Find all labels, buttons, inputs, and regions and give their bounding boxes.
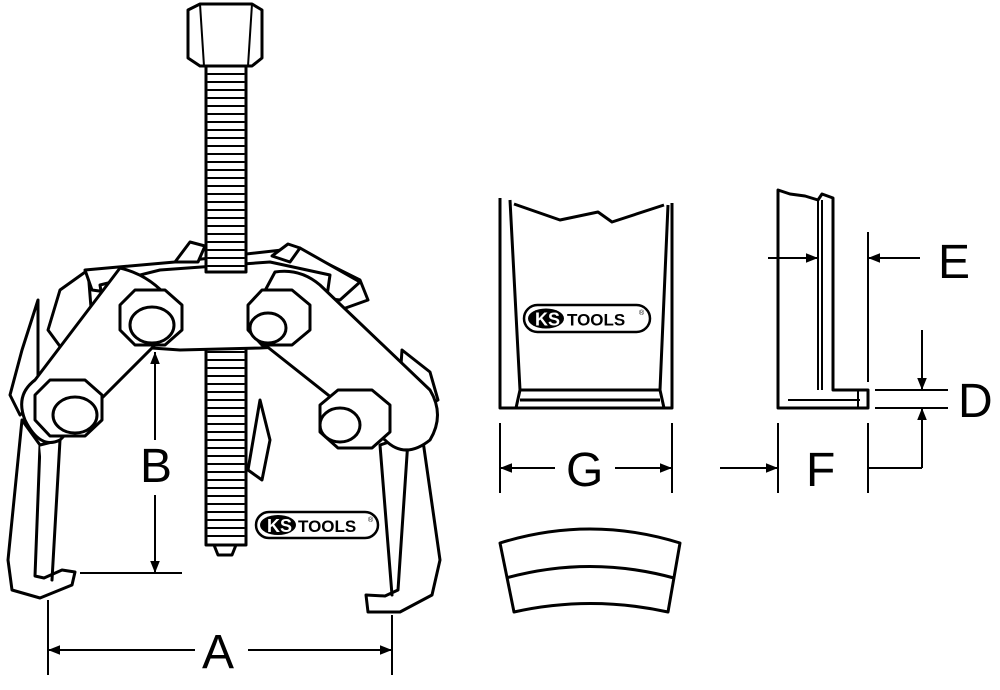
bolt-top-left bbox=[118, 288, 184, 347]
yoke-tab bbox=[173, 240, 207, 264]
dimension-e bbox=[768, 232, 920, 382]
dimension-a-label: A bbox=[202, 626, 234, 679]
inner-jaw bbox=[246, 398, 272, 482]
dimension-g bbox=[499, 423, 673, 493]
logo-ks-text: KS bbox=[267, 516, 292, 536]
dimension-f-label: F bbox=[806, 444, 835, 497]
dimension-a bbox=[47, 600, 393, 675]
jaw-right bbox=[364, 418, 442, 614]
logo-jaw-tools-text: TOOLS bbox=[567, 311, 625, 330]
bolt-bottom-left bbox=[33, 378, 104, 438]
jaw-side-view bbox=[776, 188, 870, 410]
bolt-bottom-right bbox=[318, 388, 392, 450]
spindle-mid bbox=[207, 351, 245, 537]
logo-jaw-ks-text: KS bbox=[535, 310, 560, 330]
dimension-d bbox=[868, 330, 948, 469]
dimension-f bbox=[720, 423, 869, 493]
logo-tools-text: TOOLS bbox=[298, 517, 356, 536]
dimension-b bbox=[80, 352, 182, 574]
bolt-top-right bbox=[246, 288, 312, 347]
spindle-lower bbox=[204, 338, 248, 557]
dimension-d-label: D bbox=[958, 375, 993, 428]
logo-puller: KS TOOLS ® bbox=[254, 510, 380, 540]
logo-jaw: KS TOOLS ® bbox=[522, 303, 652, 334]
logo-jaw-registered: ® bbox=[639, 309, 645, 317]
jaw-plan-view bbox=[498, 527, 682, 614]
spindle-hex-head bbox=[186, 2, 264, 68]
dimension-b-label: B bbox=[140, 440, 172, 493]
spindle-upper bbox=[204, 60, 248, 274]
jaw-front-view bbox=[498, 198, 674, 410]
dimension-e-label: E bbox=[938, 236, 970, 289]
puller-view bbox=[6, 2, 442, 614]
logo-registered: ® bbox=[368, 516, 374, 524]
jaw-left bbox=[6, 418, 77, 600]
yoke-tab-right bbox=[270, 242, 302, 264]
dimension-g-label: G bbox=[566, 444, 603, 497]
